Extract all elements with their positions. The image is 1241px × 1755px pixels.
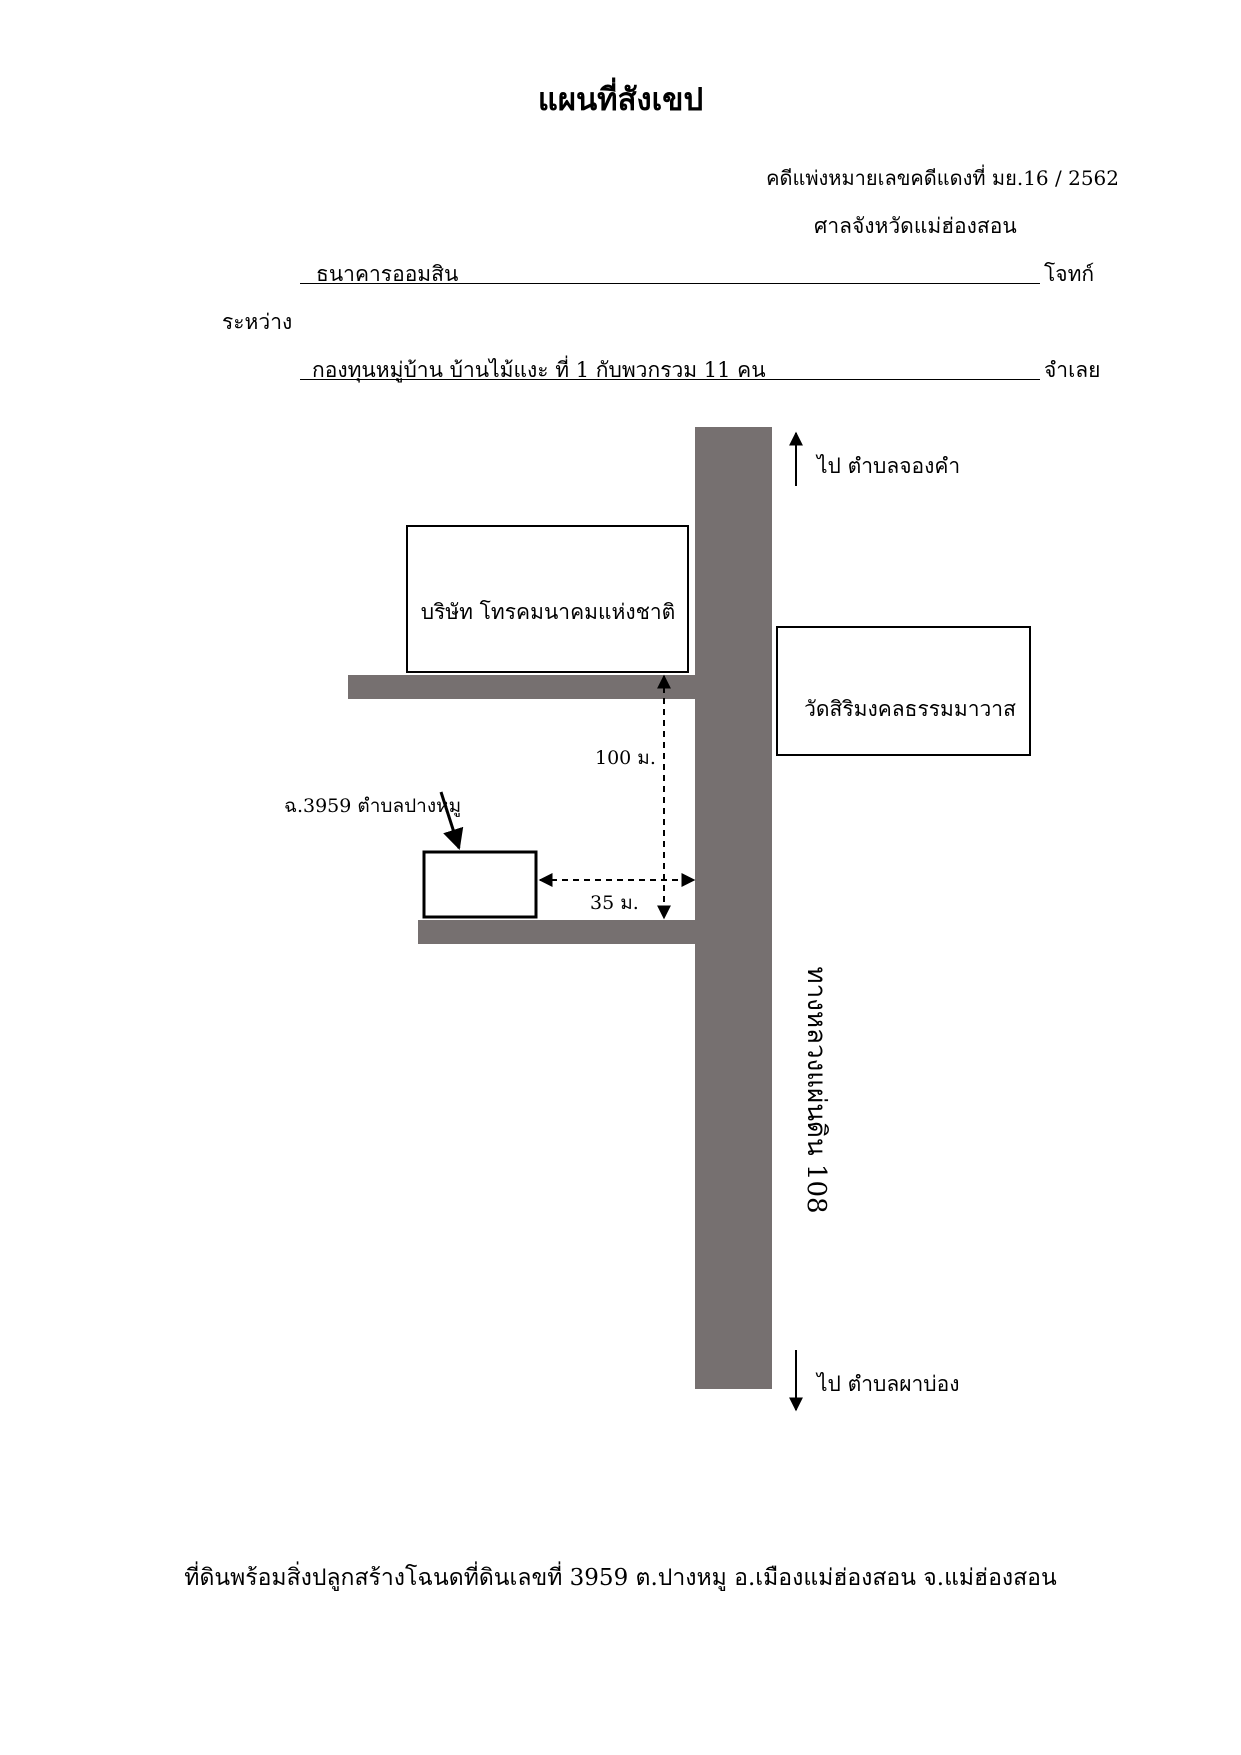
plot-pointer-arrow [439, 791, 464, 850]
land-description: ที่ดินพร้อมสิ่งปลูกสร้างโฉนดที่ดินเลขที่… [184, 1565, 1057, 1591]
between-label: ระหว่าง [222, 310, 293, 334]
plaintiff-name: ธนาคารออมสิน [316, 262, 459, 286]
vertical-distance-label: 100 ม. [595, 747, 656, 769]
page-title: แผนที่สังเขป [537, 82, 704, 118]
lower-side-road [418, 920, 696, 944]
defendant-name: กองทุนหมู่บ้าน บ้านไม้แงะ ที่ 1 กับพวกรว… [312, 358, 766, 382]
north-direction-label: ไป ตำบลจองคำ [815, 454, 960, 478]
horizontal-distance-label: 35 ม. [590, 892, 639, 914]
highway-label: ทางหลวงแผ่นดิน 108 [801, 966, 831, 1213]
plaintiff-underline [300, 283, 1040, 284]
case-number: คดีแพ่งหมายเลขคดีแดงที่ มย.16 / 2562 [766, 166, 1119, 190]
plot-label: ฉ.3959 ตำบลปางหมู [284, 795, 461, 817]
building-left-label: บริษัท โทรคมนาคมแห่งชาติ [421, 600, 676, 624]
building-right-label: วัดสิริมงคลธรรมมาวาส [804, 697, 1016, 721]
defendant-role: จำเลย [1044, 358, 1101, 382]
south-direction-label: ไป ตำบลผาบ่อง [815, 1372, 960, 1396]
highway-road [695, 427, 772, 1389]
upper-side-road [348, 675, 696, 699]
building-right-box [776, 626, 1031, 756]
building-left-box [406, 525, 689, 673]
plaintiff-role: โจทก์ [1044, 262, 1095, 286]
court-name: ศาลจังหวัดแม่ฮ่องสอน [814, 214, 1017, 238]
defendant-underline [300, 379, 1040, 380]
land-plot-box [422, 850, 538, 919]
